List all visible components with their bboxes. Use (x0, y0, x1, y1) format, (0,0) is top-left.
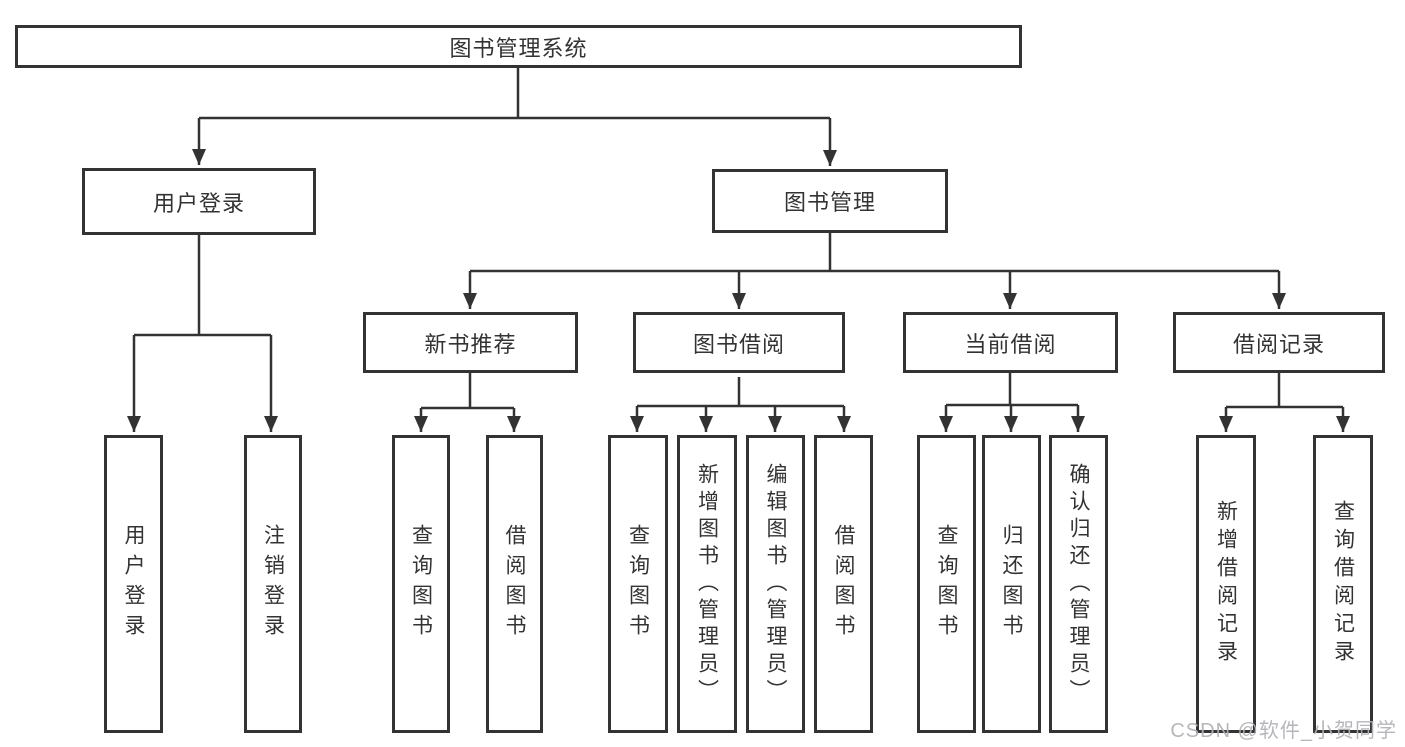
connector-segments (134, 68, 1343, 410)
leaf-br-add-borrow-record: 新增借阅记录 (1196, 435, 1256, 733)
node-library-management-system: 图书管理系统 (15, 25, 1022, 68)
node-current-borrow: 当前借阅 (903, 312, 1118, 373)
leaf-rec-borrow-books: 借阅图书 (486, 435, 543, 733)
leaf-bb-query-books: 查询图书 (608, 435, 668, 733)
leaf-rec-query-books: 查询图书 (392, 435, 450, 733)
node-user-login: 用户登录 (82, 168, 316, 235)
leaf-bb-edit-books-admin: 编辑图书（管理员） (746, 435, 805, 733)
leaf-logout: 注销登录 (244, 435, 302, 733)
leaf-cb-confirm-return-admin: 确认归还（管理员） (1049, 435, 1108, 733)
csdn-watermark: CSDN @软件_小贺同学 (1170, 720, 1397, 742)
node-book-borrow: 图书借阅 (633, 312, 845, 373)
leaf-user-login: 用户登录 (104, 435, 163, 733)
leaf-cb-query-books: 查询图书 (917, 435, 976, 733)
node-new-book-recommend: 新书推荐 (363, 312, 578, 373)
node-book-management: 图书管理 (712, 169, 948, 233)
node-borrow-records: 借阅记录 (1173, 312, 1385, 373)
leaf-br-query-borrow-record: 查询借阅记录 (1313, 435, 1373, 733)
leaf-bb-add-books-admin: 新增图书（管理员） (677, 435, 737, 733)
leaf-cb-return-books: 归还图书 (982, 435, 1041, 733)
leaf-bb-borrow-books: 借阅图书 (814, 435, 873, 733)
